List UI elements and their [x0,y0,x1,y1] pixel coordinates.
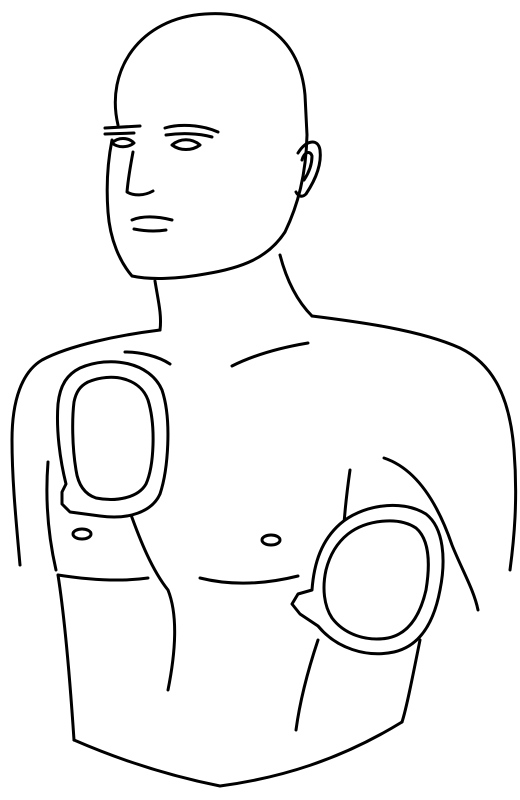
head-outline [107,14,307,279]
left-eyebrow [165,125,218,137]
right-pec-line [58,575,148,580]
left-waist-outer [402,640,420,722]
neck-left [280,255,312,316]
left-nipple [262,535,280,545]
mouth [132,217,172,231]
torso-bottom [74,722,402,786]
left-side-chest-pad [292,505,443,653]
nose [127,152,153,195]
right-waist [58,575,74,740]
right-eye [112,139,134,147]
left-eye [172,140,200,150]
neck-right [155,281,161,330]
right-eyebrow [105,126,140,134]
left-waist [296,640,318,730]
left-collarbone [232,343,308,366]
right-arm-line [47,462,56,570]
upper-right-pad-gel [73,377,153,499]
upper-right-chest-pad [57,362,167,517]
right-ribcage-line [130,512,175,690]
right-nipple [73,529,91,539]
left-pec-line [200,576,298,583]
right-collarbone [125,352,170,364]
